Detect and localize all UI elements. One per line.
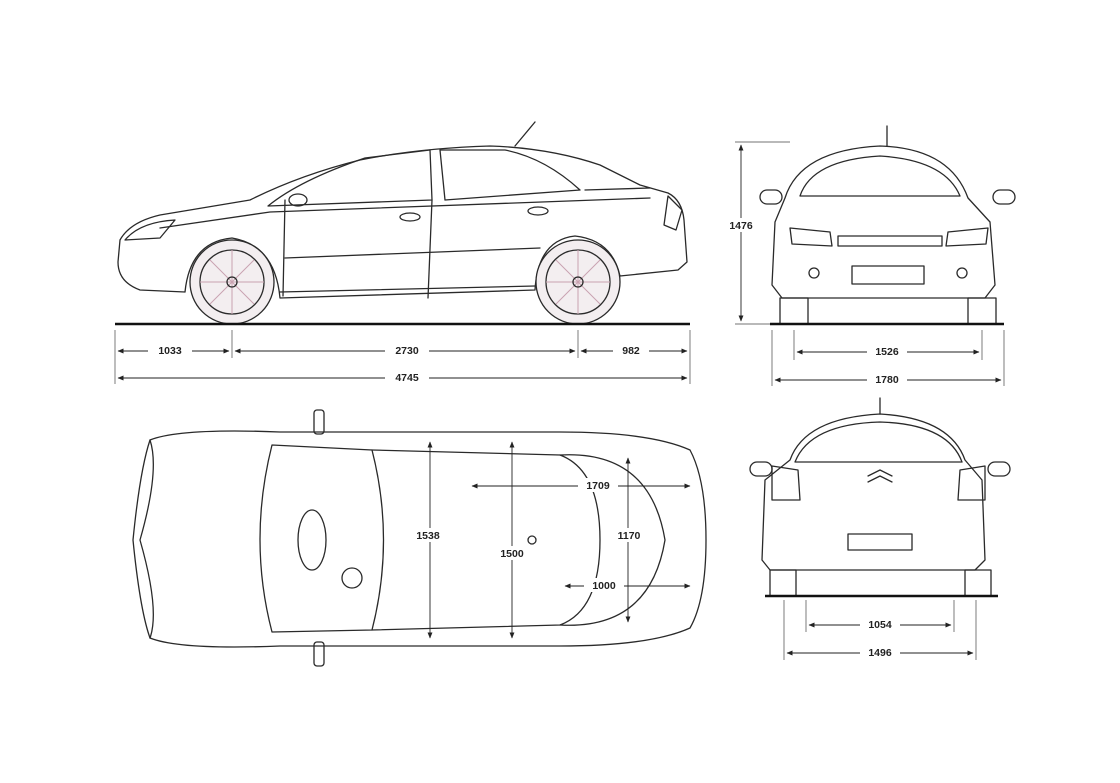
front-mirror-right (992, 189, 1016, 205)
front-track-label: 1526 (875, 346, 899, 358)
front-tyre-left (779, 297, 809, 325)
side-rear-quarter (584, 187, 651, 191)
front-body-outline (771, 145, 996, 299)
front-windscreen (799, 155, 961, 197)
rear-window (794, 421, 963, 463)
cabin-width-front-label: 1538 (416, 530, 440, 542)
rear-mirror-left (749, 461, 773, 477)
wheelbase-label: 2730 (395, 345, 419, 357)
rear-overall-width-label: 1496 (868, 647, 892, 659)
overall-length-label: 4745 (395, 372, 419, 384)
side-sill (279, 285, 536, 293)
front-fog-left (808, 267, 820, 279)
side-mirror (288, 193, 308, 207)
side-rear-wheel (535, 239, 621, 325)
side-view (115, 121, 690, 326)
front-tyre-right (967, 297, 997, 325)
rear-tyre-right (964, 569, 992, 597)
rear-taillamp-right (957, 465, 986, 501)
side-dimensions: 1033 2730 982 4745 (114, 330, 691, 384)
rear-overhang-label: 982 (622, 345, 640, 357)
front-number-plate (851, 265, 925, 285)
top-body-outline (132, 430, 707, 648)
front-fog-right (956, 267, 968, 279)
rear-tyre-left (769, 569, 797, 597)
side-front-handle (399, 212, 421, 222)
front-headlamp-left (789, 227, 833, 247)
side-door-front (282, 199, 286, 297)
front-overhang-label: 1033 (158, 345, 182, 357)
top-dimensions: 1538 1500 1170 1709 1000 (408, 441, 691, 639)
side-body-outline (117, 145, 688, 299)
side-taillamp (663, 195, 683, 231)
side-rear-window (439, 149, 581, 201)
front-headlamp-right (945, 227, 989, 247)
double-chevron-badge-icon (867, 469, 893, 483)
rear-mirror-right (987, 461, 1011, 477)
rear-view (749, 397, 1011, 598)
rear-track-label: 1054 (868, 619, 892, 631)
overall-width-label: 1780 (875, 374, 899, 386)
front-dimensions: 1476 1526 1780 (722, 141, 1005, 386)
side-b-pillar (427, 199, 433, 299)
top-fuel-cap (527, 535, 537, 545)
side-rocker (284, 247, 541, 259)
rear-taillamp-left (771, 465, 801, 501)
side-rear-handle (527, 206, 549, 216)
boot-length-label: 1709 (586, 480, 610, 492)
top-bonnet (139, 439, 154, 639)
rear-number-plate (847, 533, 913, 551)
top-rear-window (559, 454, 666, 626)
boot-width-label: 1170 (618, 530, 641, 542)
height-label: 1476 (729, 220, 753, 232)
rear-dimensions: 1054 1496 (783, 600, 977, 660)
top-mirror-right (313, 641, 325, 667)
side-headlamp (124, 219, 176, 241)
top-roof (371, 449, 601, 631)
top-windscreen (259, 444, 385, 633)
top-gear-knob (341, 567, 363, 589)
top-steering-wheel (297, 509, 327, 571)
top-mirror-left (313, 409, 325, 435)
cabin-width-rear-label: 1500 (500, 548, 524, 560)
top-view (132, 409, 707, 667)
rear-body-outline (761, 413, 986, 571)
side-window-line (267, 149, 433, 207)
side-antenna (514, 121, 536, 147)
boot-depth-label: 1000 (592, 580, 616, 592)
side-beltline (159, 197, 651, 229)
front-grille (837, 235, 943, 247)
front-view (759, 125, 1016, 326)
front-mirror-left (759, 189, 783, 205)
side-front-wheel (189, 239, 275, 325)
